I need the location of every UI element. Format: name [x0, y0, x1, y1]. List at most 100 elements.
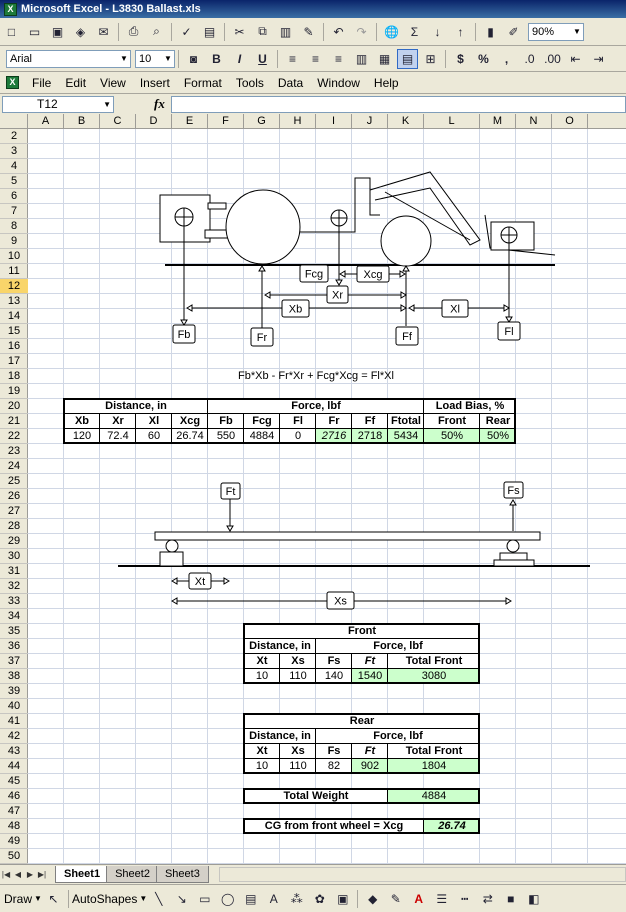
copy-icon[interactable]: ⧉ [258, 24, 267, 38]
table-cell[interactable]: 2718 [352, 429, 388, 444]
row-header[interactable]: 12 [0, 279, 28, 294]
next-sheet-icon[interactable]: ▶ [26, 870, 34, 879]
table-header[interactable]: Ft [352, 744, 388, 759]
camera-icon[interactable]: ◙ [189, 51, 198, 66]
table-cell[interactable]: 110 [280, 759, 316, 774]
textbox-icon[interactable]: ▤ [245, 891, 257, 906]
table-cell[interactable]: 110 [280, 669, 316, 684]
group-header-force[interactable]: Force, lbf [316, 639, 480, 654]
spelling-icon[interactable]: ✓ [181, 24, 192, 39]
decrease-indent-icon[interactable]: ⇤ [570, 51, 581, 66]
menu-view[interactable]: View [100, 75, 126, 90]
row-header[interactable]: 11 [0, 264, 28, 279]
row-header[interactable]: 37 [0, 654, 28, 669]
row-header[interactable]: 33 [0, 594, 28, 609]
row-header[interactable]: 25 [0, 474, 28, 489]
autosum-icon[interactable]: Σ [410, 24, 419, 39]
row-header[interactable]: 39 [0, 684, 28, 699]
wordart-icon[interactable]: A [269, 891, 278, 906]
row-header[interactable]: 10 [0, 249, 28, 264]
italic-icon[interactable]: I [237, 51, 242, 66]
row-header[interactable]: 48 [0, 819, 28, 834]
row-header[interactable]: 31 [0, 564, 28, 579]
merge-icon[interactable]: ⊞ [425, 51, 436, 66]
drawing-icon[interactable]: ✐ [508, 24, 519, 39]
row-header[interactable]: 28 [0, 519, 28, 534]
column-header[interactable]: B [64, 114, 100, 129]
paste-icon[interactable]: ▥ [279, 24, 292, 39]
front_table-title[interactable]: Front [244, 624, 480, 639]
line-icon[interactable]: ╲ [155, 891, 163, 906]
justify-icon[interactable]: ▥ [355, 51, 368, 66]
menu-insert[interactable]: Insert [139, 75, 170, 90]
last-sheet-icon[interactable]: ▶| [37, 870, 47, 879]
column-header[interactable]: N [516, 114, 552, 129]
row-header[interactable]: 24 [0, 459, 28, 474]
font-select[interactable]: Arial▼ [6, 49, 131, 68]
row-header[interactable]: 50 [0, 849, 28, 864]
table-header[interactable]: Fs [316, 744, 352, 759]
arrow-icon[interactable]: ↘ [176, 891, 187, 906]
row-header[interactable]: 36 [0, 639, 28, 654]
fx-icon[interactable]: fx [154, 96, 165, 111]
row-header[interactable]: 6 [0, 189, 28, 204]
increase-decimal-icon[interactable]: .0 [524, 51, 535, 66]
menu-window[interactable]: Window [317, 75, 360, 90]
table-cell[interactable]: 50% [480, 429, 516, 444]
table-header[interactable]: Fcg [244, 414, 280, 429]
fill-color-icon[interactable]: ◆ [368, 891, 378, 906]
row-header[interactable]: 20 [0, 399, 28, 414]
email-icon[interactable]: ✉ [98, 24, 109, 39]
oval-icon[interactable]: ◯ [221, 891, 235, 906]
row-header[interactable]: 38 [0, 669, 28, 684]
menu-format[interactable]: Format [183, 75, 222, 90]
table-header[interactable]: Fr [316, 414, 352, 429]
diagram-icon[interactable]: ⁂ [290, 891, 303, 906]
arrow-style-icon[interactable]: ⇄ [482, 891, 493, 906]
table-header[interactable]: Xl [136, 414, 172, 429]
line-style-icon[interactable]: ☰ [436, 891, 448, 906]
table-cell[interactable]: 3080 [388, 669, 480, 684]
tab-sheet1[interactable]: Sheet1 [55, 866, 110, 883]
row-header[interactable]: 27 [0, 504, 28, 519]
table-cell[interactable]: 50% [424, 429, 480, 444]
comma-icon[interactable]: , [504, 51, 509, 66]
table-cell[interactable]: 120 [64, 429, 100, 444]
autoshapes-menu[interactable]: AutoShapes [71, 891, 138, 906]
table-header[interactable]: Xcg [172, 414, 208, 429]
table-cell[interactable]: 0 [280, 429, 316, 444]
table-cell[interactable]: 5434 [388, 429, 424, 444]
format-painter-icon[interactable]: ✎ [303, 24, 314, 39]
table-cell[interactable]: 902 [352, 759, 388, 774]
table-cell[interactable]: 60 [136, 429, 172, 444]
row-header[interactable]: 2 [0, 129, 28, 144]
row-header[interactable]: 42 [0, 729, 28, 744]
table-header[interactable]: Total Front [388, 654, 480, 669]
distributed-icon[interactable]: ▦ [378, 51, 391, 66]
hyperlink-icon[interactable]: 🌐 [384, 24, 399, 39]
draw-menu[interactable]: Draw [4, 891, 33, 906]
table-header[interactable]: Ff [352, 414, 388, 429]
row-header[interactable]: 8 [0, 219, 28, 234]
save-icon[interactable]: ▣ [51, 24, 64, 39]
row-header[interactable]: 23 [0, 444, 28, 459]
clipart-icon[interactable]: ✿ [314, 891, 325, 906]
currency-icon[interactable]: $ [457, 51, 464, 66]
table-header[interactable]: Fs [316, 654, 352, 669]
row-header[interactable]: 5 [0, 174, 28, 189]
sort-ascending-icon[interactable]: ↓ [434, 24, 441, 39]
table-header[interactable]: Xs [280, 654, 316, 669]
decrease-decimal-icon[interactable]: .00 [544, 51, 561, 66]
dash-style-icon[interactable]: ┅ [461, 891, 469, 906]
tab-sheet3[interactable]: Sheet3 [155, 866, 209, 883]
prev-sheet-icon[interactable]: ◀ [14, 870, 22, 879]
font-color-icon[interactable]: A [414, 891, 424, 906]
row-header[interactable]: 16 [0, 339, 28, 354]
formula-input[interactable] [170, 95, 626, 113]
menu-file[interactable]: File [32, 75, 52, 90]
table-header[interactable]: Rear [480, 414, 516, 429]
group-header-distance[interactable]: Distance, in [244, 639, 316, 654]
rear_table-title[interactable]: Rear [244, 714, 480, 729]
row-header[interactable]: 4 [0, 159, 28, 174]
